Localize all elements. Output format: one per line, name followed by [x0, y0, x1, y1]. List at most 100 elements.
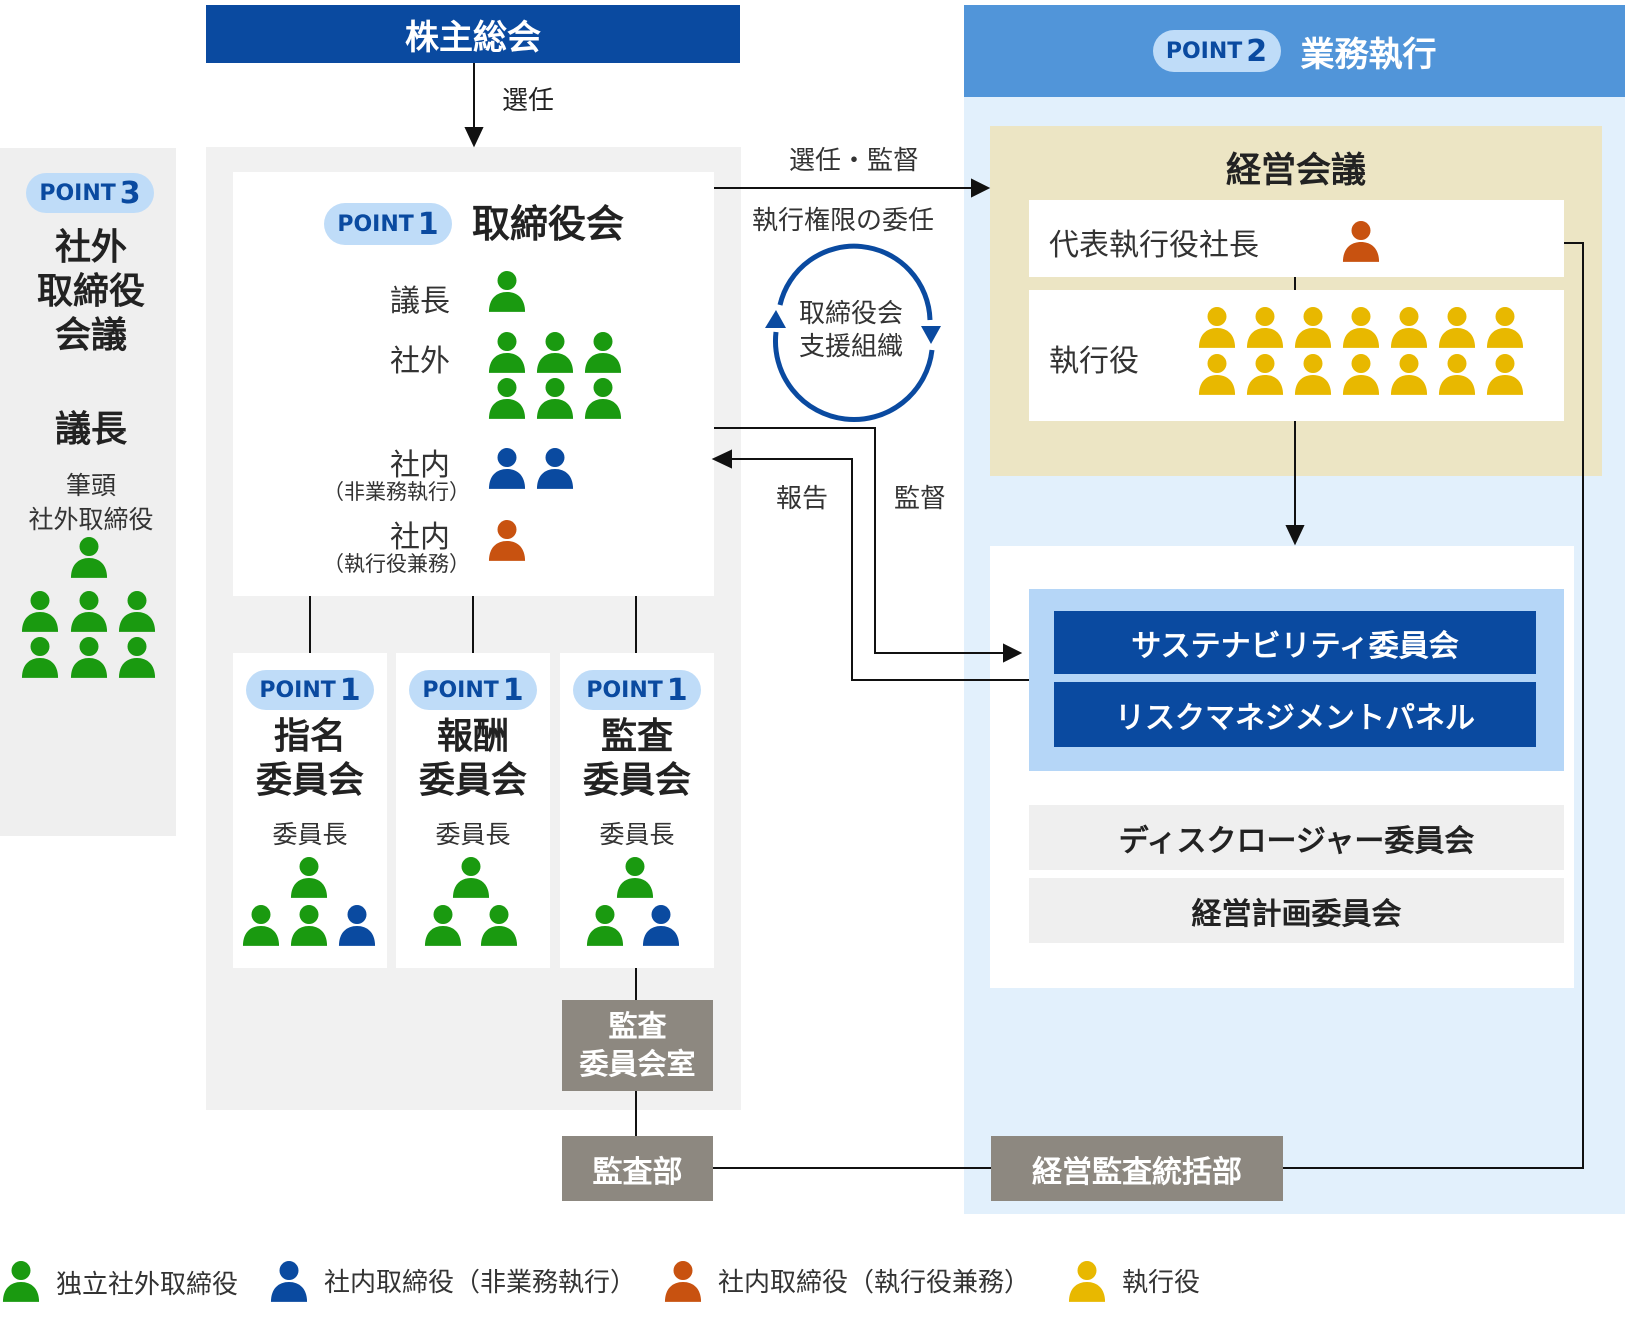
- point3-title-l1: 社外: [54, 227, 127, 268]
- person-icon: [664, 1260, 702, 1306]
- person-icon: [1390, 306, 1428, 352]
- exec-label: 執行役: [1049, 344, 1139, 379]
- board-inside-exec-label: 社内: [390, 520, 450, 555]
- person-icon: [586, 904, 624, 950]
- person-icon: [290, 856, 328, 902]
- compensation-chair-label: 委員長: [435, 820, 511, 849]
- audit-committee-office: 監査 委員会室: [562, 1000, 713, 1091]
- audit-committee-chair-label: 委員長: [599, 820, 675, 849]
- person-icon: [488, 519, 526, 565]
- point3-title-l3: 会議: [54, 315, 127, 356]
- person-icon: [488, 331, 526, 377]
- nomination-chair-label: 委員長: [272, 820, 348, 849]
- board-title: 取締役会: [472, 202, 625, 246]
- sustainability-committee: サステナビリティ委員会: [1054, 611, 1536, 674]
- person-icon: [424, 904, 462, 950]
- person-icon: [1198, 306, 1236, 352]
- person-icon: [536, 447, 574, 493]
- board-inside-sub: （非業務執行）: [323, 480, 470, 504]
- business-execution-title: 業務執行: [1300, 34, 1437, 75]
- person-icon: [70, 536, 108, 582]
- point3-chair-sub-l1: 筆頭: [65, 471, 116, 500]
- person-icon: [1342, 353, 1380, 399]
- management-audit-division: 経営監査統括部: [991, 1136, 1283, 1201]
- person-icon: [70, 590, 108, 636]
- ceo-box: 代表執行役社長: [1029, 200, 1564, 277]
- person-icon: [242, 904, 280, 950]
- person-icon: [21, 590, 59, 636]
- disclosure-committee: ディスクロージャー委員会: [1029, 805, 1564, 870]
- person-icon: [452, 856, 490, 902]
- management-plan-committee: 経営計画委員会: [1029, 878, 1564, 943]
- ceo-label: 代表執行役社長: [1049, 228, 1259, 263]
- support-label-l2: 支援組織: [799, 332, 904, 362]
- board-inside-label: 社内: [390, 448, 450, 483]
- person-icon: [2, 1260, 40, 1306]
- board-chair-label: 議長: [390, 284, 450, 319]
- person-icon: [1294, 353, 1332, 399]
- board-inside-exec-sub: （執行役兼務）: [323, 552, 470, 576]
- person-icon: [1438, 353, 1476, 399]
- person-icon: [616, 856, 654, 902]
- person-icon: [1246, 306, 1284, 352]
- outside-directors-meeting-panel: [0, 148, 176, 836]
- audit-committee-title-l2: 委員会: [582, 760, 691, 801]
- compensation-title-l1: 報酬: [436, 716, 509, 757]
- point3-chair-label: 議長: [54, 409, 127, 450]
- person-icon: [488, 447, 526, 493]
- risk-management-panel: リスクマネジメントパネル: [1054, 682, 1536, 747]
- person-icon: [584, 377, 622, 423]
- elect-supervise-label: 選任・監督: [789, 146, 920, 176]
- person-icon: [1198, 353, 1236, 399]
- management-title: 経営会議: [1225, 151, 1366, 191]
- shareholders-meeting: 株主総会: [206, 5, 740, 63]
- person-icon: [1486, 306, 1524, 352]
- compensation-title-l2: 委員会: [418, 760, 527, 801]
- person-icon: [1068, 1260, 1106, 1306]
- person-icon: [1342, 220, 1380, 266]
- point3-chair-sub-l2: 社外取締役: [28, 505, 154, 534]
- person-icon: [1246, 353, 1284, 399]
- supervise-label: 監督: [894, 484, 947, 514]
- point3-title-l2: 取締役: [36, 271, 145, 312]
- person-icon: [536, 331, 574, 377]
- audit-committee-title-l1: 監査: [600, 716, 673, 757]
- person-icon: [290, 904, 328, 950]
- person-icon: [480, 904, 518, 950]
- delegation-label: 執行権限の委任: [752, 206, 935, 236]
- person-icon: [488, 270, 526, 316]
- person-icon: [1342, 306, 1380, 352]
- nomination-title-l2: 委員会: [255, 760, 364, 801]
- support-label-l1: 取締役会: [799, 299, 904, 329]
- person-icon: [270, 1260, 308, 1306]
- elect-label: 選任: [502, 86, 555, 116]
- person-icon: [642, 904, 680, 950]
- person-icon: [21, 636, 59, 682]
- person-icon: [488, 377, 526, 423]
- nomination-title-l1: 指名: [273, 716, 346, 757]
- person-icon: [536, 377, 574, 423]
- person-icon: [1294, 306, 1332, 352]
- audit-department: 監査部: [562, 1136, 713, 1201]
- report-label: 報告: [776, 484, 829, 514]
- person-icon: [584, 331, 622, 377]
- person-icon: [70, 636, 108, 682]
- legend: 独立社外取締役 社内取締役（非業務執行） 社内取締役（執行役兼務） 執行役: [0, 1258, 1625, 1308]
- board-outside-label: 社外: [390, 344, 450, 379]
- person-icon: [338, 904, 376, 950]
- person-icon: [1486, 353, 1524, 399]
- person-icon: [1438, 306, 1476, 352]
- person-icon: [118, 636, 156, 682]
- person-icon: [118, 590, 156, 636]
- person-icon: [1390, 353, 1428, 399]
